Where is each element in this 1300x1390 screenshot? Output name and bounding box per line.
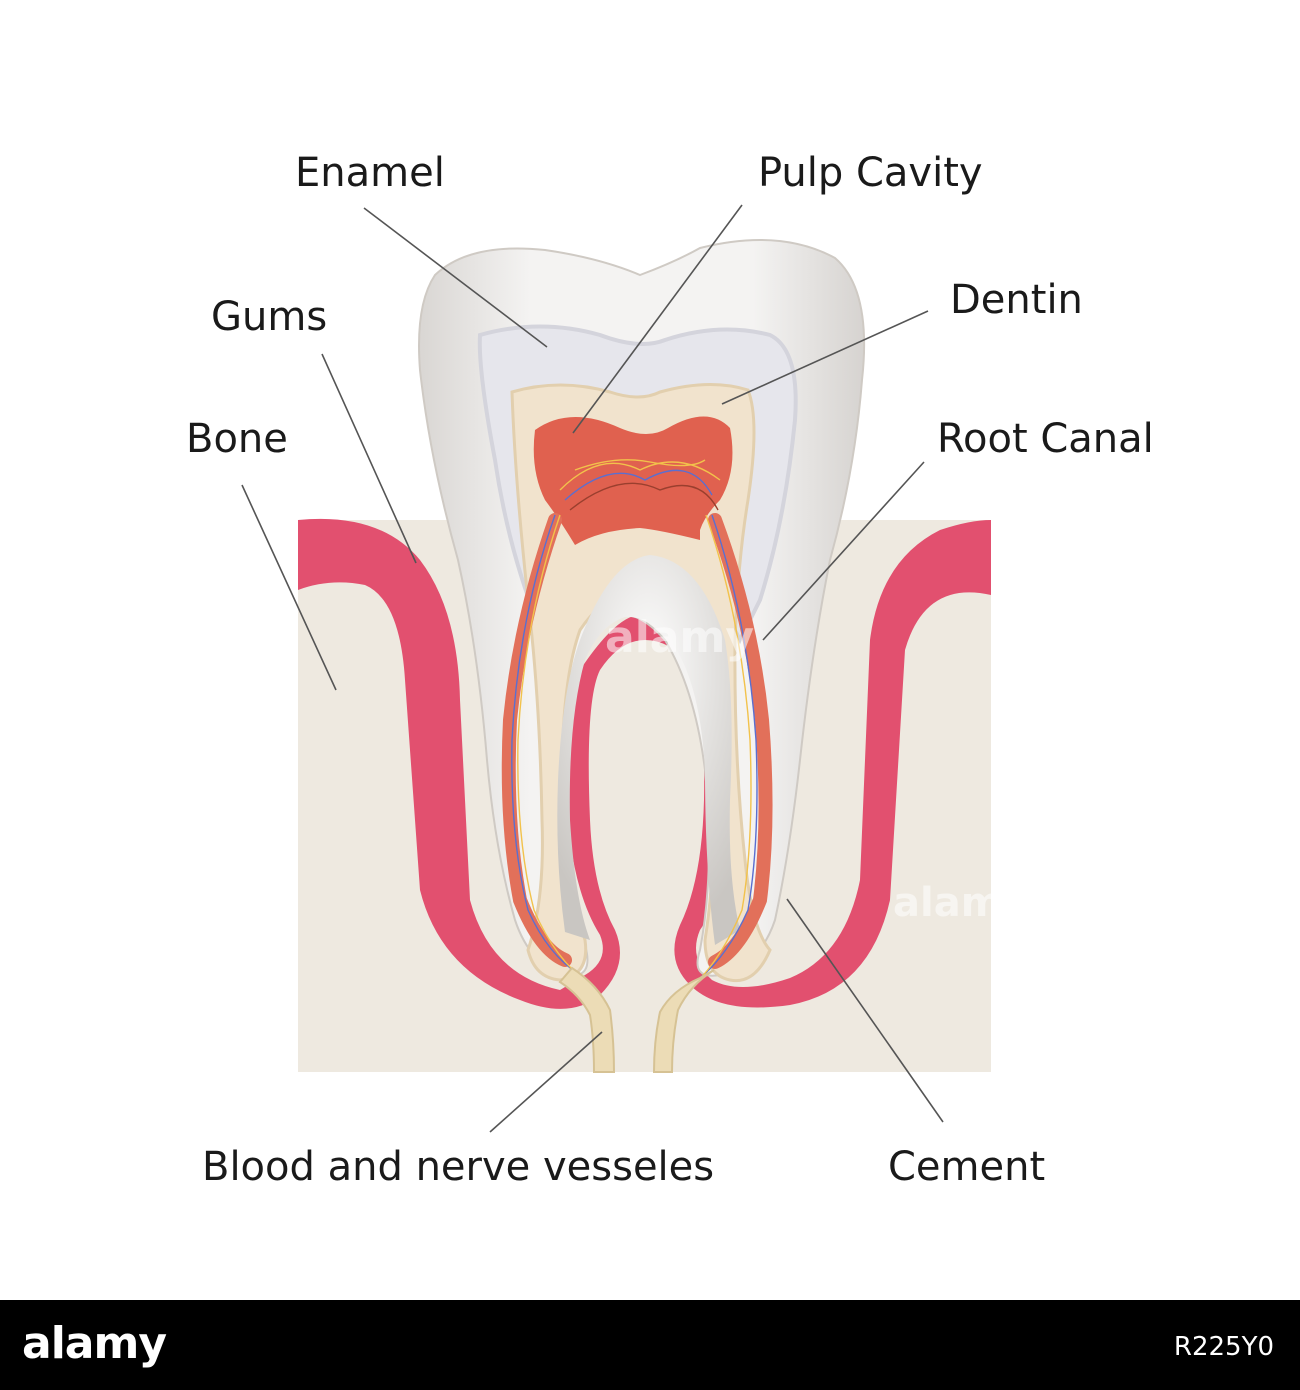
root-interior [557,555,740,945]
label-bone: Bone [186,416,288,462]
label-root-canal: Root Canal [937,416,1154,462]
leader-cement [786,898,944,1123]
watermark-text: alamy [605,612,754,663]
label-enamel: Enamel [295,150,445,196]
leader-dentin [721,310,929,405]
label-cement: Cement [888,1144,1045,1190]
tooth-anatomy-diagram: alamy alamy Enamel Pulp Cavity Gums Dent… [186,150,1154,1190]
leader-gums [321,353,417,564]
root-canal-right [708,513,773,969]
label-pulp-cavity: Pulp Cavity [758,150,983,196]
label-blood-nerve: Blood and nerve vesseles [202,1144,714,1190]
cement-channel-right [652,969,715,1073]
footer-bar: alamy R225Y0 [0,1300,1300,1390]
label-gums: Gums [211,294,327,340]
leader-root-canal [762,461,925,641]
watermark-text: alamy [893,880,1028,926]
cement-channel-left [558,966,616,1073]
label-dentin: Dentin [950,277,1083,323]
pulp-chamber [533,416,733,545]
image-id: R225Y0 [1173,1332,1274,1362]
leader-pulp-cavity [572,204,743,434]
leader-enamel [363,207,548,348]
footer-logo[interactable]: alamy [22,1318,167,1369]
leader-blood-nerve [489,1031,603,1133]
leader-bone [241,484,337,691]
